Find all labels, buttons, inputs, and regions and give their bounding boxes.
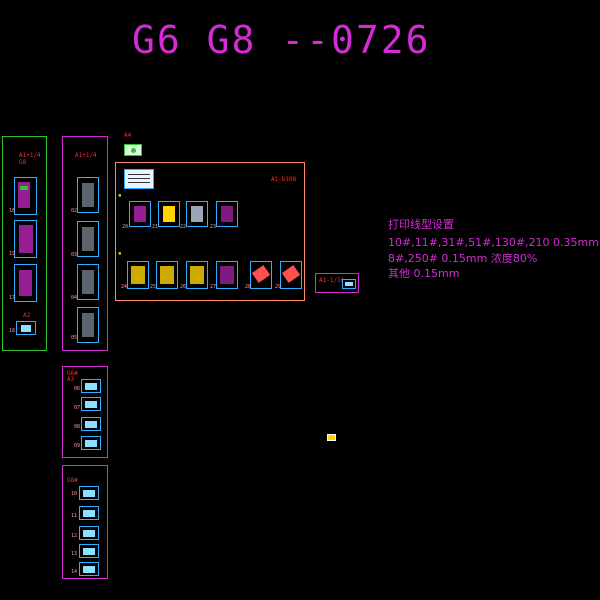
sheet-number: 17 <box>9 295 16 301</box>
sheet-28[interactable] <box>250 261 272 289</box>
sheet-20[interactable] <box>129 201 151 227</box>
drawing-title: G6 G8 --0726 <box>132 18 431 62</box>
sheet-17[interactable] <box>14 264 37 302</box>
crosshair-cursor-icon <box>327 434 336 441</box>
sheet-11[interactable] <box>79 506 99 520</box>
sheet-06[interactable] <box>81 379 101 393</box>
row-1-marker: ▪ <box>118 192 122 199</box>
frame-group-2: A1+1/4 02 03 04 05 <box>62 136 108 351</box>
sheet-08[interactable] <box>81 417 101 431</box>
group-4-label: G8# <box>67 477 78 484</box>
sheet-number: 26 <box>180 284 187 290</box>
sheet-30[interactable] <box>342 279 356 289</box>
sheet-22[interactable] <box>186 201 208 227</box>
sheet-number: 08 <box>74 424 81 430</box>
sheet-number: 22 <box>180 224 187 230</box>
sheet-04[interactable] <box>77 264 99 300</box>
a2-label: A2 <box>23 312 31 319</box>
sheet-29[interactable] <box>280 261 302 289</box>
sheet-number: 11 <box>71 513 78 519</box>
sheet-number: 28 <box>245 284 252 290</box>
sheet-number: 10 <box>71 491 78 497</box>
sheet-number: 27 <box>210 284 217 290</box>
group-3-sublabel: A3 <box>67 376 75 383</box>
group-1-sublabel: G8 <box>19 159 27 166</box>
sheet-25[interactable] <box>156 261 178 289</box>
sheet-number: 16 <box>9 208 16 214</box>
sheet-27[interactable] <box>216 261 238 289</box>
sheet-19[interactable] <box>14 220 37 258</box>
sheet-02[interactable] <box>77 177 99 213</box>
sheet-number: 04 <box>71 295 78 301</box>
sheet-number: 20 <box>122 224 129 230</box>
sheet-03[interactable] <box>77 221 99 257</box>
print-settings-heading: 打印线型设置 <box>388 218 454 231</box>
print-settings-line-1: 10#,11#,31#,51#,130#,210 0.35mm <box>388 236 599 249</box>
sheet-26[interactable] <box>186 261 208 289</box>
group-3-label: G6# <box>67 370 78 377</box>
sheet-10[interactable] <box>79 486 99 500</box>
sheet-number: 06 <box>74 386 81 392</box>
frame-group-4: G8# 10 11 12 13 14 <box>62 465 108 579</box>
print-settings-line-2: 8#,250# 0.15mm 浓度80% <box>388 252 538 265</box>
print-settings-line-3: 其他 0.15mm <box>388 267 460 280</box>
sheet-12[interactable] <box>79 526 99 540</box>
sheet-23[interactable] <box>216 201 238 227</box>
sheet-number: 18 <box>9 328 16 334</box>
sheet-21[interactable] <box>158 201 180 227</box>
frame-group-5: A1-1/16 <box>315 273 359 293</box>
sheet-number: 03 <box>71 252 78 258</box>
sheet-16[interactable] <box>14 177 37 215</box>
sheet-number: 13 <box>71 551 78 557</box>
sheet-number: 09 <box>74 443 81 449</box>
sheet-number: 07 <box>74 405 81 411</box>
sheet-number: 29 <box>275 284 282 290</box>
a4-label: A4 <box>124 132 132 139</box>
frame-group-1: A1+1/4 G8 16 19 17 A2 18 <box>2 136 47 351</box>
sheet-24[interactable] <box>127 261 149 289</box>
sheet-index[interactable] <box>124 169 154 189</box>
group-big-label: A1-b108 <box>271 176 297 183</box>
sheet-number: 21 <box>152 224 159 230</box>
sheet-number: 14 <box>71 569 78 575</box>
group-1-label: A1+1/4 <box>19 152 41 159</box>
group-2-label: A1+1/4 <box>75 152 97 159</box>
sheet-number: 05 <box>71 335 78 341</box>
sheet-number: 02 <box>71 208 78 214</box>
sheet-07[interactable] <box>81 397 101 411</box>
sheet-number: 23 <box>210 224 217 230</box>
row-2-marker: ▪ <box>118 250 122 257</box>
frame-group-3: G6# A3 06 07 08 09 <box>62 366 108 458</box>
sheet-13[interactable] <box>79 544 99 558</box>
sheet-14[interactable] <box>79 562 99 576</box>
sheet-number: 12 <box>71 533 78 539</box>
sheet-a4[interactable] <box>124 144 142 156</box>
sheet-09[interactable] <box>81 436 101 450</box>
sheet-18[interactable] <box>16 321 36 335</box>
sheet-number: 24 <box>121 284 128 290</box>
sheet-number: 25 <box>150 284 157 290</box>
frame-group-big: A1-b108 ▪ 20 21 22 23 ▪ 24 25 26 27 28 2… <box>115 162 305 301</box>
sheet-number: 19 <box>9 251 16 257</box>
sheet-05[interactable] <box>77 307 99 343</box>
group-5-label: A1-1/16 <box>319 277 345 284</box>
